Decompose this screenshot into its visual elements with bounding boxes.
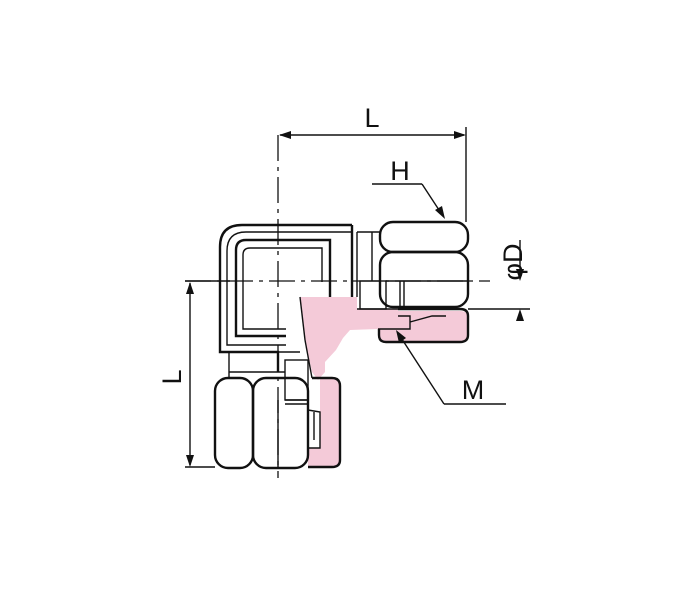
leader-m-line xyxy=(397,332,445,405)
leader-h-line xyxy=(421,183,442,214)
arrowhead-right xyxy=(454,131,466,139)
right-nut-middle-face xyxy=(378,250,470,309)
elbow-outer-contour xyxy=(218,223,352,372)
right-nut-section-outline xyxy=(377,307,470,344)
leader-m-arrowhead xyxy=(396,330,406,343)
arrowhead-down xyxy=(186,455,194,467)
body-inner-edge xyxy=(299,296,306,341)
leader-h-arrowhead xyxy=(435,206,445,219)
bottom-nut-left-face xyxy=(213,376,255,470)
bottom-sleeve-taper xyxy=(307,409,321,449)
label-length-left: L xyxy=(157,369,187,384)
bottom-nut-middle-face xyxy=(251,376,310,470)
elbow-body-outline xyxy=(218,223,358,372)
leader-hex: H xyxy=(372,156,445,219)
label-hex: H xyxy=(390,156,410,186)
dimension-length-left: L xyxy=(157,280,230,468)
label-thread: M xyxy=(462,375,485,405)
centerlines xyxy=(185,135,490,478)
bottom-tube-stub xyxy=(284,359,309,401)
elbow-bore-outer xyxy=(234,238,332,338)
label-length-top: L xyxy=(364,103,379,133)
od-arrowhead-up xyxy=(516,309,524,321)
arrowhead-left xyxy=(279,131,291,139)
right-hex-nut xyxy=(357,220,470,344)
od-arrowhead-down xyxy=(516,269,524,281)
dimension-length-top: L xyxy=(279,103,467,222)
elbow-bore-inner xyxy=(242,247,323,330)
arrowhead-up xyxy=(186,282,194,294)
leader-thread: M xyxy=(396,330,506,405)
right-nut-upper-face xyxy=(378,220,470,254)
right-tube-stub xyxy=(359,280,387,310)
body-lower-taper xyxy=(304,339,313,379)
label-tube-od: φD xyxy=(498,243,528,280)
body-section xyxy=(300,297,410,380)
dimension-tube-od: φD xyxy=(468,240,530,321)
bottom-nut-section xyxy=(308,378,340,466)
elbow-outer-inner-line xyxy=(226,231,352,346)
bottom-nut-section-outline xyxy=(308,376,342,469)
section-hatch xyxy=(300,297,468,466)
right-sleeve-taper xyxy=(378,315,446,330)
